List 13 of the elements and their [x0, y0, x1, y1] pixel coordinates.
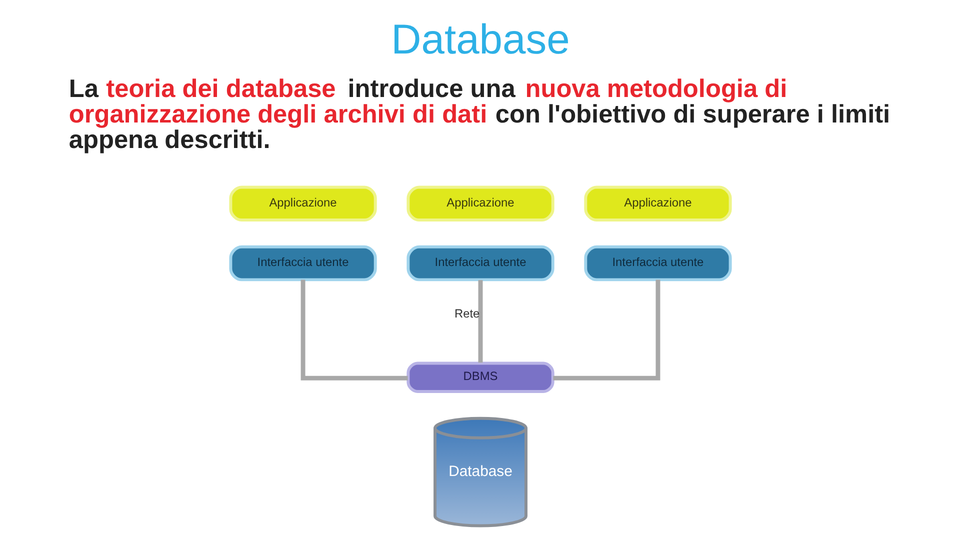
label: La teoria dei database introduce una nuova metodologia di organizzazione degli archivi di dati con l'obiettivo di superare i limiti appena descritti.	[68, 75, 890, 154]
node-box: DBMS	[406, 362, 554, 394]
node-box: Applicazione	[228, 186, 376, 222]
diagram-title: Database	[390, 16, 570, 63]
node-box: Interfaccia utente	[584, 245, 732, 282]
node-box: Interfaccia utente	[228, 245, 376, 282]
node-box: Interfaccia utente	[406, 245, 554, 282]
connector	[478, 280, 482, 363]
node-box: Applicazione	[406, 186, 554, 222]
node-box: Applicazione	[584, 186, 732, 222]
edge-label: Rete	[454, 306, 480, 321]
connector	[300, 280, 408, 380]
connector	[552, 280, 660, 380]
